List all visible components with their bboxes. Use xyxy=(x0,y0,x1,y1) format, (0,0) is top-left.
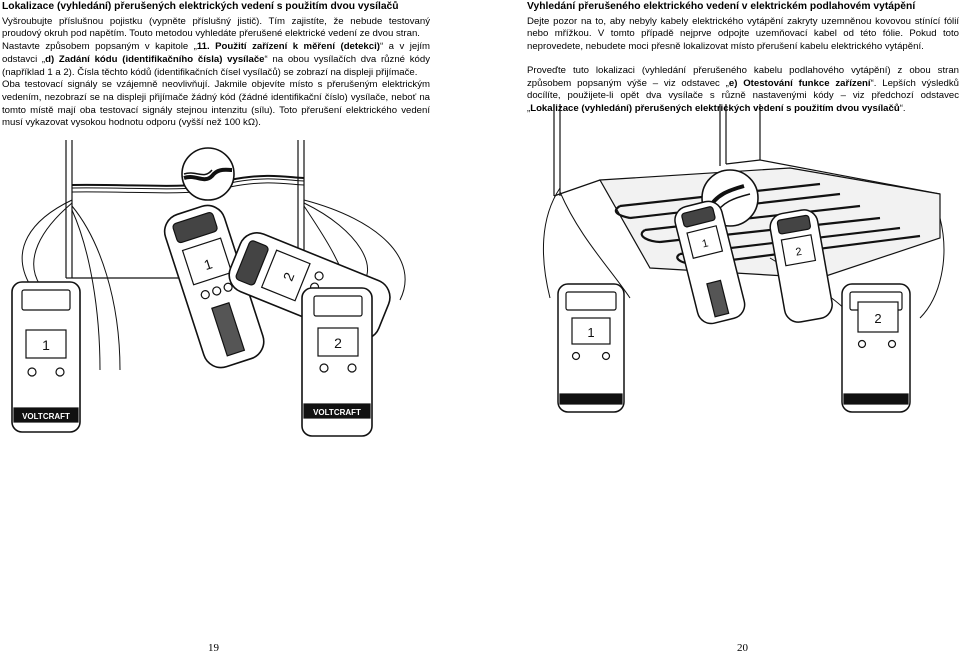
transmitter-2-brand: VOLTCRAFT xyxy=(313,408,361,417)
left-heading: Lokalizace (vyhledání) přerušených elekt… xyxy=(2,1,399,12)
transmitter-2-code: 2 xyxy=(874,311,881,326)
transmitter-1-code: 1 xyxy=(42,337,50,353)
receiver-left: 1 xyxy=(674,200,746,325)
left-para-1: Vyšroubujte příslušnou pojistku (vypněte… xyxy=(2,15,430,40)
right-illustration: 1 2 1 2 xyxy=(543,104,945,413)
transmitter-1: 1 xyxy=(557,283,625,413)
transmitter-1-brand: VOLTCRAFT xyxy=(22,412,70,421)
receiver-right-code: 2 xyxy=(795,246,803,259)
left-page-text: Lokalizace (vyhledání) přerušených elekt… xyxy=(2,0,430,130)
right-para-1: Dejte pozor na to, aby nebyly kabely ele… xyxy=(527,15,959,53)
transmitter-1-code: 1 xyxy=(587,325,594,340)
transmitter-1: VOLTCRAFT 1 xyxy=(11,281,81,433)
left-para-1b: Nastavte způsobem popsaným v kapitole „1… xyxy=(2,41,430,78)
magnifier-circle xyxy=(181,147,235,201)
receiver-left-code: 1 xyxy=(701,237,710,250)
left-illustration: 1 2 VOLTCRAFT 1 VOLTCRAFT 2 xyxy=(11,140,406,437)
left-para-2: Oba testovací signály se vzájemně neovli… xyxy=(2,79,430,129)
transmitter-2-code: 2 xyxy=(334,335,342,351)
receiver-right: 2 xyxy=(769,209,833,323)
page-number-right: 20 xyxy=(737,642,748,654)
right-heading: Vyhledání přerušeného elektrického veden… xyxy=(527,1,916,12)
page-number-left: 19 xyxy=(208,642,219,654)
transmitter-2: 2 xyxy=(841,283,911,413)
right-para-2: Proveďte tuto lokalizaci (vyhledání přer… xyxy=(527,64,959,114)
right-page-text: Vyhledání přerušeného elektrického veden… xyxy=(527,0,959,116)
transmitter-2: VOLTCRAFT 2 xyxy=(301,287,373,437)
